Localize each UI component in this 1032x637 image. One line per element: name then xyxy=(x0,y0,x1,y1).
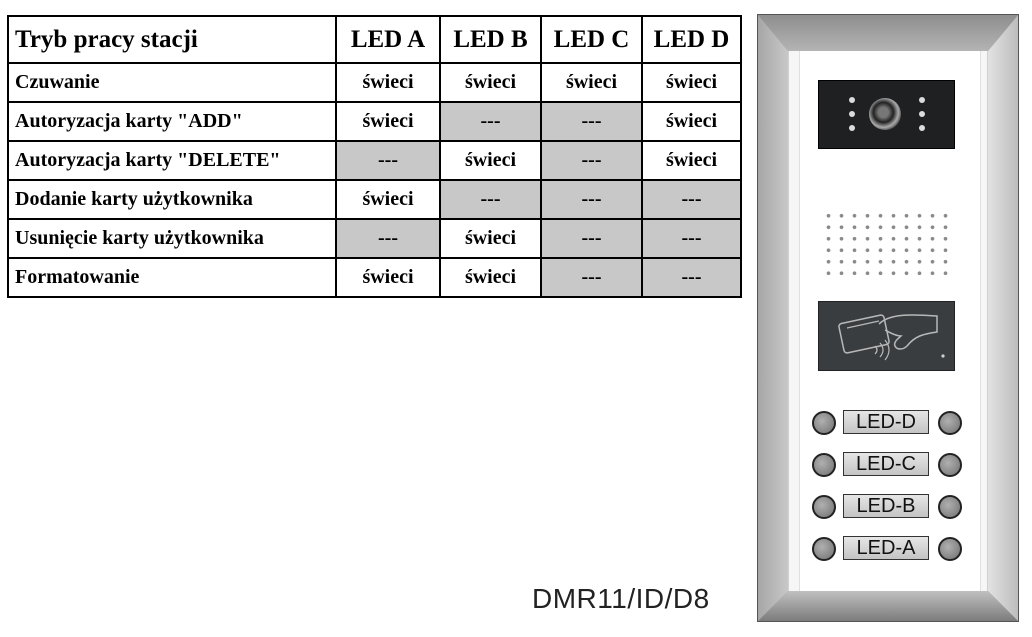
button-label: LED-C xyxy=(843,452,929,476)
row-mode: Czuwanie xyxy=(7,62,337,103)
led-status-table: Tryb pracy stacji LED A LED B LED C LED … xyxy=(7,15,742,298)
header-led-b: LED B xyxy=(439,15,542,64)
row-mode: Dodanie karty użytkownika xyxy=(7,179,337,220)
button-label: LED-B xyxy=(843,494,929,518)
cell-led-b: świeci xyxy=(439,140,542,181)
row-mode: Usunięcie karty użytkownika xyxy=(7,218,337,259)
call-button-icon[interactable] xyxy=(938,495,962,519)
header-led-c: LED C xyxy=(540,15,643,64)
call-button-row-led-c: LED-C xyxy=(812,452,962,478)
call-button-icon[interactable] xyxy=(812,537,836,561)
cell-led-d: --- xyxy=(641,257,742,298)
speaker-grille-icon xyxy=(822,210,950,278)
cell-led-a: --- xyxy=(335,218,441,259)
header-led-a: LED A xyxy=(335,15,441,64)
table-header-row: Tryb pracy stacji LED A LED B LED C LED … xyxy=(7,15,742,64)
cell-led-a: świeci xyxy=(335,101,441,142)
call-button-icon[interactable] xyxy=(938,411,962,435)
cell-led-d: --- xyxy=(641,179,742,220)
header-led-d: LED D xyxy=(641,15,742,64)
card-reader-icon xyxy=(818,301,955,371)
cell-led-b: --- xyxy=(439,179,542,220)
header-mode: Tryb pracy stacji xyxy=(7,15,337,64)
cell-led-c: --- xyxy=(540,101,643,142)
call-button-icon[interactable] xyxy=(938,537,962,561)
camera-module xyxy=(818,80,955,149)
call-button-row-led-a: LED-A xyxy=(812,536,962,562)
cell-led-b: świeci xyxy=(439,257,542,298)
cell-led-d: świeci xyxy=(641,62,742,103)
cell-led-c: --- xyxy=(540,179,643,220)
row-mode: Autoryzacja karty "ADD" xyxy=(7,101,337,142)
cell-led-b: świeci xyxy=(439,62,542,103)
panel-bevel-top xyxy=(758,15,1018,51)
ir-led-icon xyxy=(849,97,855,139)
cell-led-c: świeci xyxy=(540,62,643,103)
table-row: Usunięcie karty użytkownika --- świeci -… xyxy=(7,218,742,259)
table-row: Formatowanie świeci świeci --- --- xyxy=(7,257,742,298)
row-mode: Formatowanie xyxy=(7,257,337,298)
button-label: LED-A xyxy=(843,536,929,560)
call-button-row-led-d: LED-D xyxy=(812,410,962,436)
camera-lens-icon xyxy=(869,98,901,130)
cell-led-a: świeci xyxy=(335,62,441,103)
call-button-row-led-b: LED-B xyxy=(812,494,962,520)
ir-led-icon xyxy=(919,97,925,139)
cell-led-a: świeci xyxy=(335,179,441,220)
button-label: LED-D xyxy=(843,410,929,434)
table-row: Autoryzacja karty "ADD" świeci --- --- ś… xyxy=(7,101,742,142)
table-row: Autoryzacja karty "DELETE" --- świeci --… xyxy=(7,140,742,181)
table-row: Czuwanie świeci świeci świeci świeci xyxy=(7,62,742,103)
cell-led-d: świeci xyxy=(641,140,742,181)
call-button-icon[interactable] xyxy=(812,495,836,519)
panel-bevel-right xyxy=(988,15,1018,621)
row-mode: Autoryzacja karty "DELETE" xyxy=(7,140,337,181)
panel-bevel-bottom xyxy=(758,591,1018,621)
cell-led-a: świeci xyxy=(335,257,441,298)
cell-led-c: --- xyxy=(540,257,643,298)
call-button-icon[interactable] xyxy=(938,453,962,477)
cell-led-d: --- xyxy=(641,218,742,259)
model-label: DMR11/ID/D8 xyxy=(532,583,710,614)
cell-led-b: --- xyxy=(439,101,542,142)
cell-led-b: świeci xyxy=(439,218,542,259)
cell-led-c: --- xyxy=(540,140,643,181)
table-row: Dodanie karty użytkownika świeci --- ---… xyxy=(7,179,742,220)
cell-led-c: --- xyxy=(540,218,643,259)
panel-bevel-left xyxy=(758,15,788,621)
cell-led-d: świeci xyxy=(641,101,742,142)
call-button-icon[interactable] xyxy=(812,411,836,435)
call-button-icon[interactable] xyxy=(812,453,836,477)
cell-led-a: --- xyxy=(335,140,441,181)
